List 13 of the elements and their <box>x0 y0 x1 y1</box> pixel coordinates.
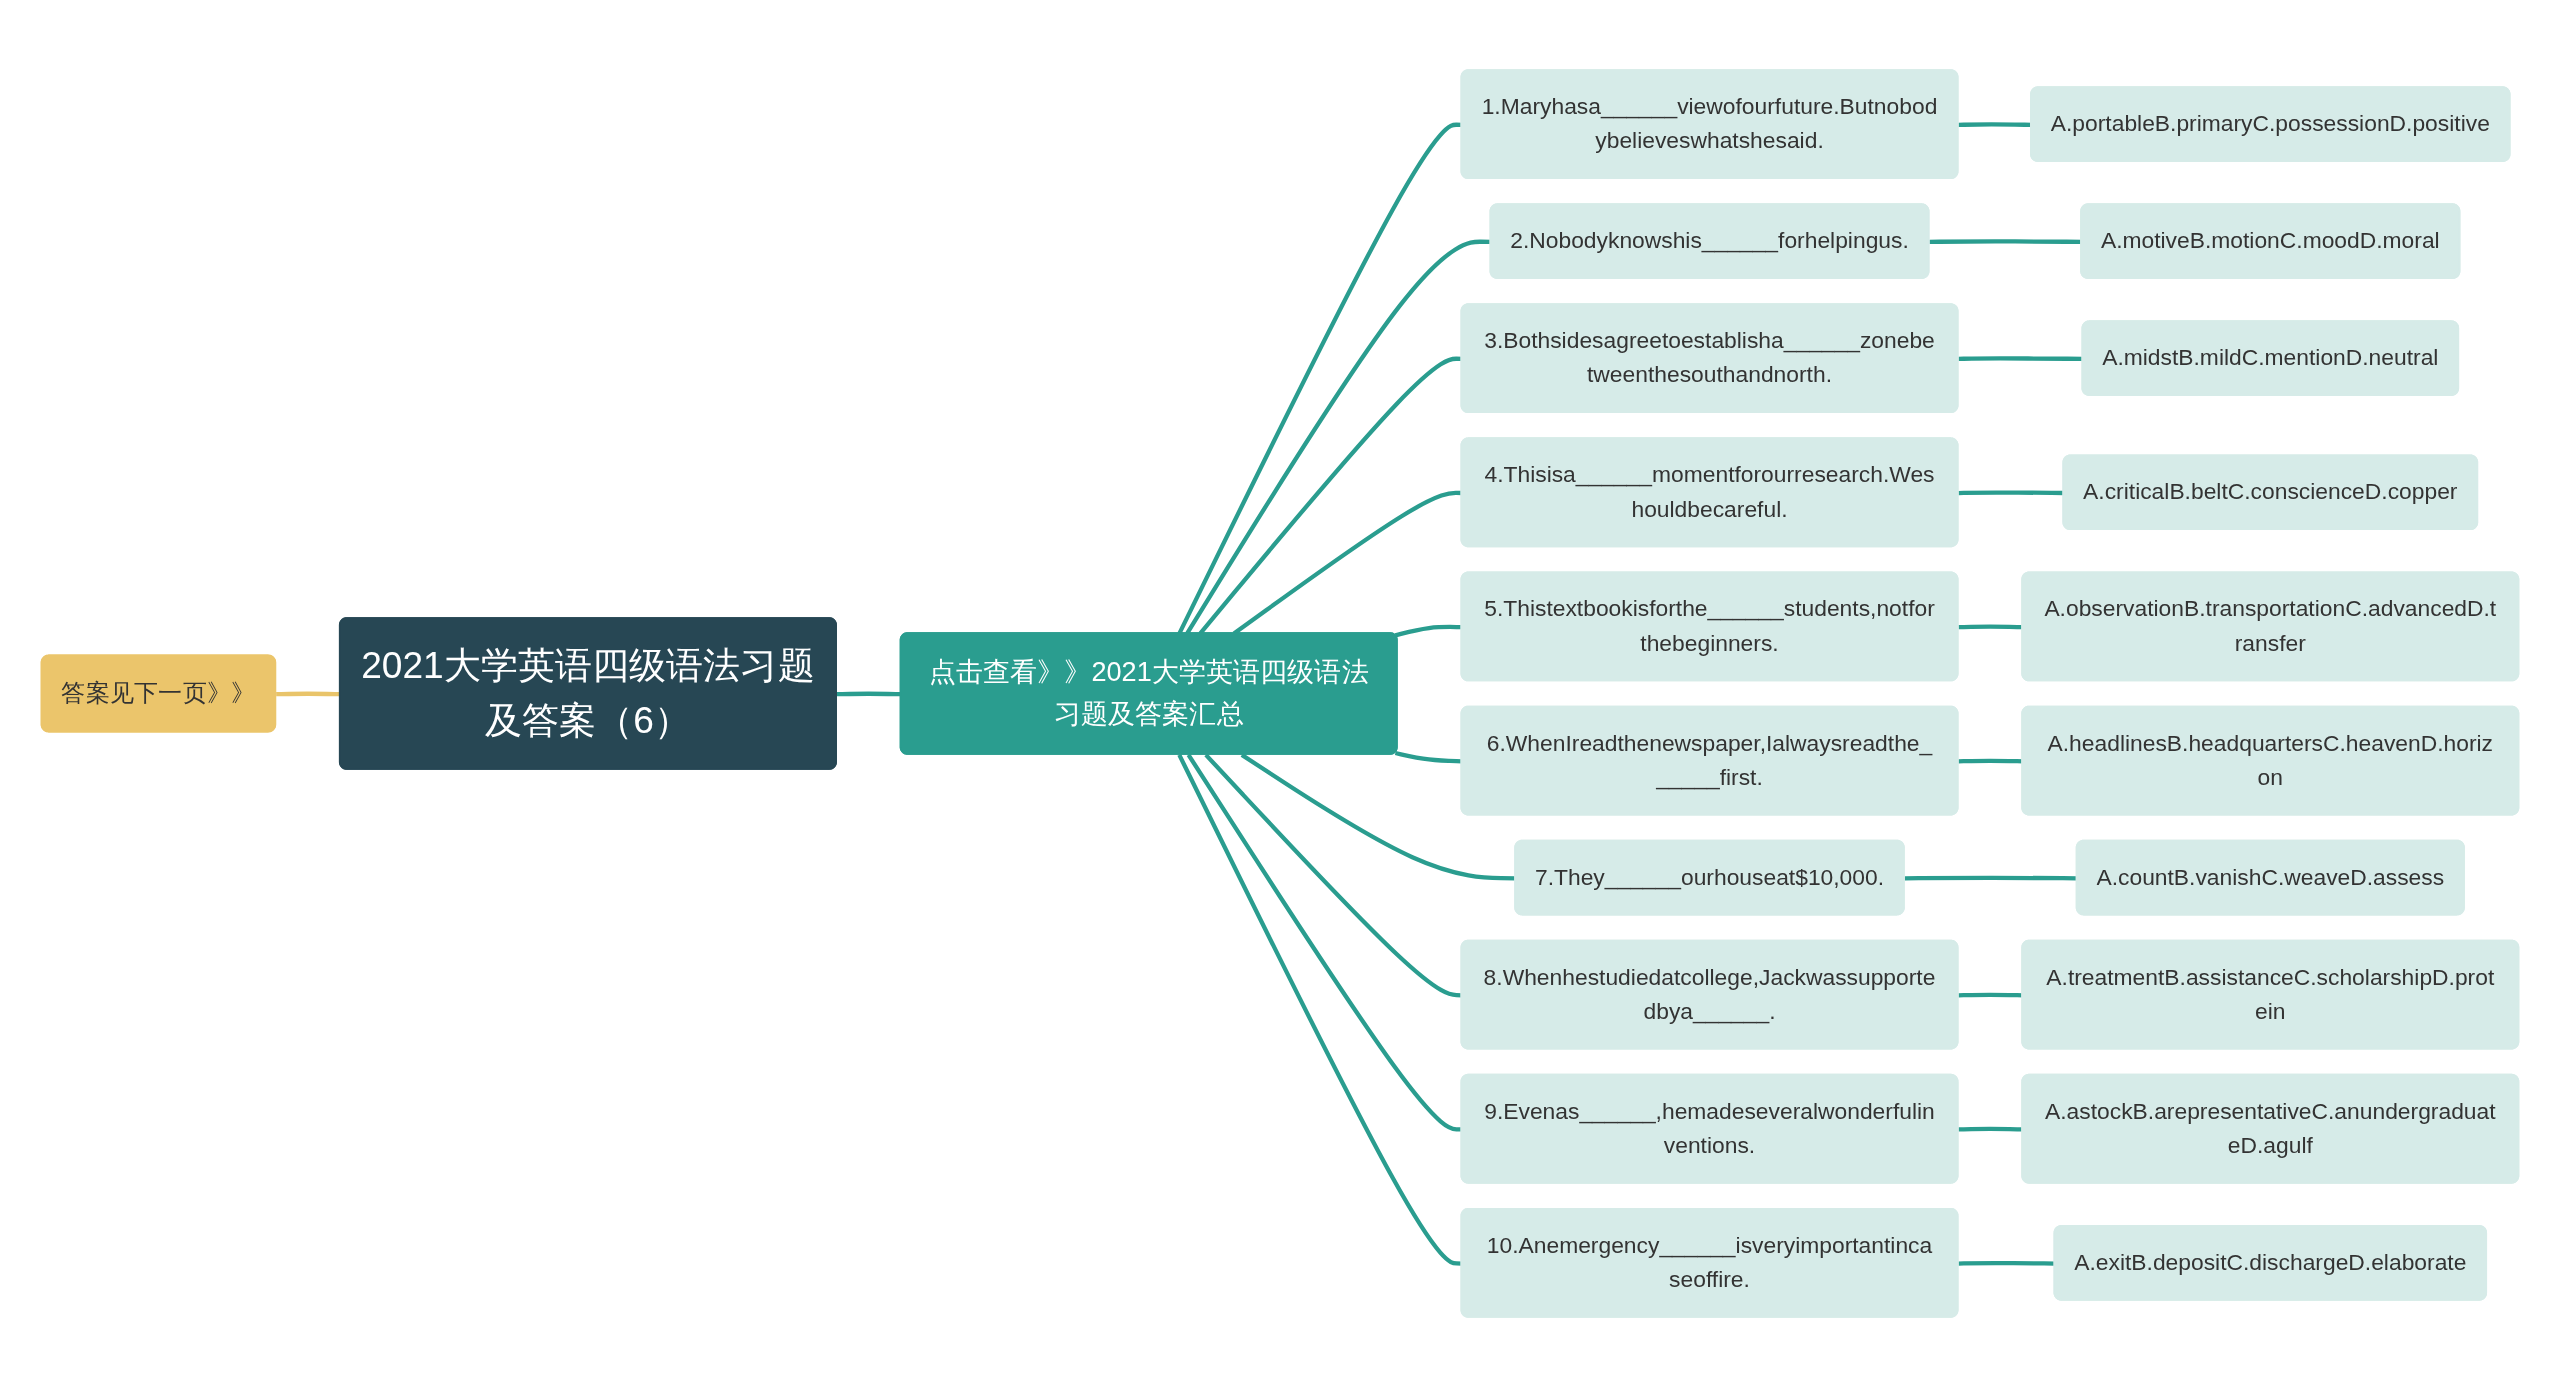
connector <box>1394 624 1462 638</box>
connector <box>1958 356 2083 361</box>
connector <box>1394 750 1462 764</box>
connector <box>1958 992 2023 998</box>
connector <box>1958 1260 2055 1266</box>
connector <box>1958 490 2064 496</box>
connector <box>1958 624 2023 630</box>
connector <box>1186 753 1462 1132</box>
connector <box>1177 753 1462 1266</box>
connector <box>1232 490 1462 636</box>
connector <box>1958 1126 2023 1132</box>
connector <box>1204 753 1462 998</box>
connector <box>1958 758 2023 764</box>
